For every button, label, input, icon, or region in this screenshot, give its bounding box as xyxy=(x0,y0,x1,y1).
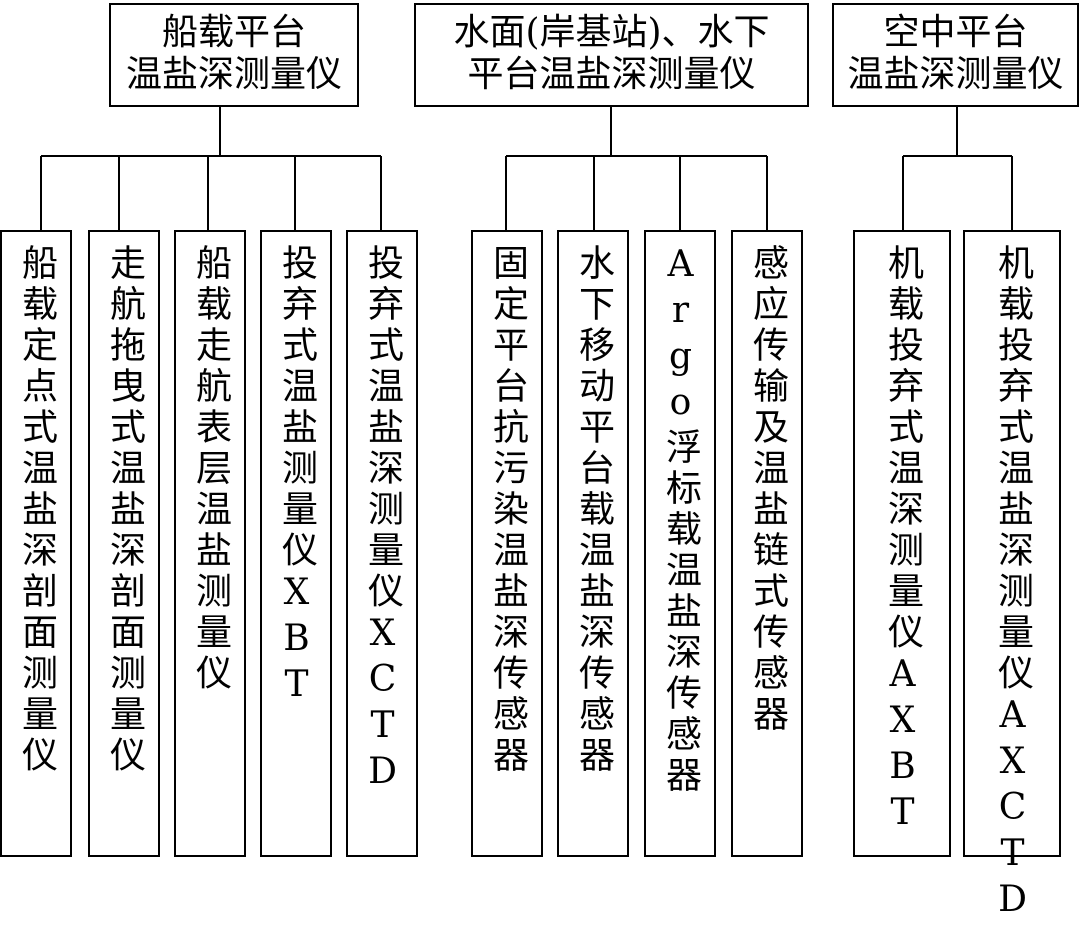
category-box-surface-underwater: 水面(岸基站)、水下 平台温盐深测量仪 xyxy=(414,3,809,107)
instrument-box: 感应传输及温盐链式传感器 xyxy=(731,230,803,857)
instrument-label: 水下移动平台载温盐深传感器 xyxy=(573,244,614,777)
instrument-label: 机载投弃式温盐深测量仪AXCTD xyxy=(992,244,1033,925)
instrument-label: Argo浮标载温盐深传感器 xyxy=(660,244,701,797)
instrument-box: 船载定点式温盐深剖面测量仪 xyxy=(0,230,72,857)
category-box-airborne: 空中平台 温盐深测量仪 xyxy=(832,3,1079,107)
instrument-label: 固定平台抗污染温盐深传感器 xyxy=(487,244,528,777)
connector-lines xyxy=(40,106,1013,230)
category-title-line2: 平台温盐深测量仪 xyxy=(467,54,756,95)
category-title-line1: 船载平台 xyxy=(161,12,306,53)
instrument-label: 投弃式温盐测量仪XBT xyxy=(276,244,317,710)
instrument-label: 机载投弃式温深测量仪AXBT xyxy=(882,244,923,838)
instrument-box: 投弃式温盐测量仪XBT xyxy=(260,230,332,857)
instrument-label: 投弃式温盐深测量仪XCTD xyxy=(362,244,403,797)
instrument-box: 机载投弃式温深测量仪AXBT xyxy=(853,230,951,857)
category-box-shipborne: 船载平台 温盐深测量仪 xyxy=(109,3,359,107)
instrument-box: 机载投弃式温盐深测量仪AXCTD xyxy=(963,230,1061,925)
instrument-label: 走航拖曳式温盐深剖面测量仪 xyxy=(104,244,145,777)
instrument-box: 走航拖曳式温盐深剖面测量仪 xyxy=(88,230,160,857)
instrument-label: 船载走航表层温盐测量仪 xyxy=(190,244,231,695)
instrument-box: 固定平台抗污染温盐深传感器 xyxy=(471,230,543,857)
instrument-label: 船载定点式温盐深剖面测量仪 xyxy=(16,244,57,777)
instrument-box: 投弃式温盐深测量仪XCTD xyxy=(346,230,418,857)
category-title-line1: 空中平台 xyxy=(883,12,1028,53)
category-title-line2: 温盐深测量仪 xyxy=(125,54,342,95)
instrument-box: 船载走航表层温盐测量仪 xyxy=(174,230,246,857)
instrument-label: 感应传输及温盐链式传感器 xyxy=(747,244,788,736)
instrument-box: 水下移动平台载温盐深传感器 xyxy=(557,230,629,857)
instrument-box: Argo浮标载温盐深传感器 xyxy=(644,230,716,857)
category-title-line1: 水面(岸基站)、水下 xyxy=(453,12,770,53)
category-title-line2: 温盐深测量仪 xyxy=(847,54,1064,95)
